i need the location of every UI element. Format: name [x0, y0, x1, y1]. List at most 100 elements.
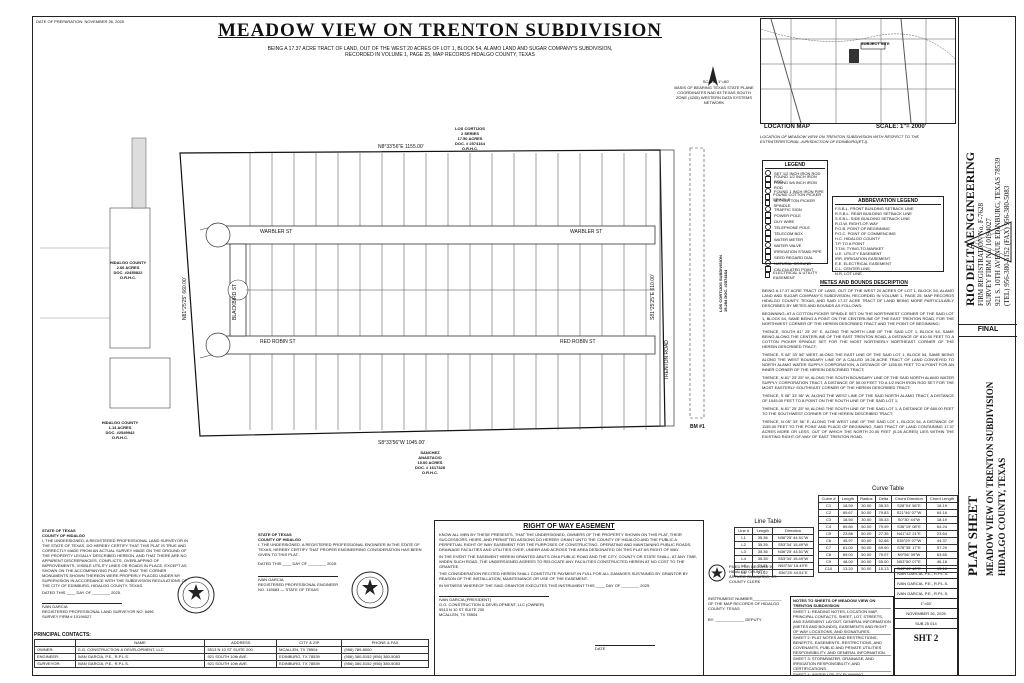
line-table-title: Line Table [754, 519, 782, 525]
legend-item: GUY WIRE [765, 218, 825, 224]
legend-item: TELECOM BOX [765, 230, 825, 236]
legend-item-label: FOUND 1 INCH IRON PIPE [774, 188, 824, 194]
legend-symbol-icon [765, 206, 771, 212]
table-cell: L5 [733, 562, 754, 570]
scale-box: 1"=60' [895, 599, 957, 609]
legend-item: FOUND 5/8 INCH IRON ROD [765, 180, 825, 190]
table-cell: 27.35 [875, 530, 893, 538]
abbreviation-item: IRR. IRRIGATION EASEMENT [835, 256, 891, 261]
row-easement-owner-line: MCALLEN, TX 78504 [439, 612, 478, 617]
table-cell: L6 [733, 569, 754, 577]
table-cell: 18.19 [925, 516, 959, 524]
legend-item: FOUND 1 INCH IRON PIPE [765, 188, 825, 194]
filed-line: ARTURO GUAJARDO, JR. [729, 574, 778, 579]
abbreviation-item: U.E. UTILITY EASEMENT [835, 251, 882, 256]
surveyor-name: IVAN GARCIA [42, 603, 122, 609]
table-header: Radius [856, 495, 877, 503]
bearing-east: S81°25'25"E 610.00' [650, 274, 656, 320]
adjoiner-west2-line: DOC. #2549942 [105, 430, 135, 435]
street-label-trenton: TRENTON ROAD [664, 340, 670, 380]
engineer-county: COUNTY OF HIDALGO [258, 537, 302, 542]
adjoiner-west-line: HIDALGO COUNTY [109, 260, 147, 265]
legend-item-label: NATURAL GROUND [774, 260, 812, 266]
legend-item: ELECTRICAL & UTILITY EASEMENT [765, 270, 825, 280]
legend-item: WATER METER [765, 236, 825, 242]
plat-subtitle: BEING A 17.37 ACRE TRACT OF LAND, OUT OF… [190, 46, 690, 58]
legend-item-label: SET COTTON PICKER SPINDLE [773, 198, 816, 208]
legend-item-label: TELEPHONE POLE [774, 224, 811, 230]
table-cell: ENGINEER: [34, 653, 76, 661]
table-cell: 50.00 [856, 551, 877, 559]
metes-paragraph: THENCE, N 08° 33' 56" E, ALONG THE WEST … [762, 419, 954, 439]
table-header: Delta [875, 495, 893, 503]
table-cell: 55.00 [875, 558, 893, 566]
legend-item: FOUND COTTON PICKER SPINDLE [765, 192, 825, 202]
table-cell: 921 SOUTH 10th AVE. [204, 660, 278, 668]
table-cell: 23.64 [925, 530, 959, 538]
table-cell: 50.00 [856, 523, 877, 531]
table-cell: S78°35' 17"E [891, 544, 927, 552]
metes-paragraph: THENCE, S 08° 33' 56" W, ALONG THE WEST … [762, 393, 954, 403]
engineer-dated: DATED THIS ____ DAY OF ________ 2025. [258, 561, 338, 566]
subtitle-line-2: RECORDED IN VOLUME 1, PAGE 25, MAP RECOR… [345, 52, 535, 58]
title-band: RIO DELTA ENGINEERING FIRM REGISTRATION … [958, 16, 1017, 676]
basis-of-bearing: BASIS OF BEARING TEXAS STATE PLANE COORD… [674, 85, 754, 105]
table-cell: 50.00 [856, 509, 877, 517]
table-cell: EDINBURG, TX 78539 [276, 660, 343, 668]
abbreviation-item: E.E. ELECTRICAL EASEMENT [835, 261, 892, 266]
bm-label: BM #1 [690, 424, 705, 430]
legend-item: WATER VALVE [765, 242, 825, 248]
legend-title: LEGEND [765, 162, 825, 169]
table-cell: MCALLEN, TX 78504 [276, 646, 343, 654]
sheet-notes: NOTES TO SHEETS OF MEADOW VIEW ON TRENTO… [790, 596, 894, 676]
legend-item-label: FOUND 5/8 INCH IRON ROD [773, 180, 817, 190]
location-map-label: LOCATION MAP [764, 124, 810, 130]
surveyor-state: STATE OF TEXAS [42, 528, 76, 533]
table-header: Length [838, 495, 858, 503]
table-cell: IVAN GARCIA, P.E., R.P.L.S. [74, 660, 206, 668]
legend-item: SEED REGARD DIAL [765, 254, 825, 260]
legend-item-label: IRRIGATION STAND PIPE [774, 248, 822, 254]
table-header: Length [752, 527, 774, 535]
adjoiner-south-line: ANASTACIO [418, 455, 442, 460]
table-cell: S36°19' 08"E [891, 523, 927, 531]
date-box: NOVEMBER 26, 2025 [895, 609, 957, 619]
subtitle-line-1: BEING A 17.37 ACRE TRACT OF LAND, OUT OF… [267, 46, 613, 52]
legend-symbol-icon [765, 188, 771, 194]
table-cell: 18.50 [838, 516, 858, 524]
table-cell: C8 [817, 551, 840, 559]
table-cell: 21.21 [752, 562, 774, 570]
abbreviation-item: F.S.B.L. FRONT BUILDING SETBACK LINE [835, 206, 914, 211]
abbreviation-item: N.R. LOT LINE [835, 271, 862, 276]
table-cell: 50.00 [856, 530, 877, 538]
table-cell: 79.99 [875, 523, 893, 531]
adjoiner-west-line: DOC. #2455822 [113, 270, 143, 275]
bearing-west: N81°25'25" 660.00' [182, 277, 188, 320]
sheet-note: SHEET 3: STORMWATER, DRAINAGE, AND IRRIG… [793, 656, 891, 672]
final-label: FINAL [977, 326, 999, 333]
legend-item-label: SET 1/2 INCH IRON ROD [774, 170, 821, 176]
scale-note: SCALE: 1"=60' [702, 79, 730, 84]
legend-item: POWER POLE [765, 212, 825, 218]
adjoiner-north-line: LOS CORTIJOS [455, 126, 485, 131]
sig-name-3: IVAN GARCIA, P.E., R.P.L.S. [895, 589, 957, 599]
surveyor-text: I, THE UNDERSIGNED, A REGISTERED PROFESS… [42, 538, 188, 588]
engineer-seal-icon [350, 570, 390, 610]
table-cell: S53°34' 15.49"W [772, 555, 814, 563]
legend-item-label: FOUND 1/2 INCH IRON ROD [773, 174, 817, 184]
table-cell: 921 SOUTH 10th AVE. [204, 653, 278, 661]
adjoiner-north-line: DOC. # 2574164 [454, 141, 486, 146]
instrument-number: INSTRUMENT NUMBER_____________ [708, 596, 782, 601]
table-cell: S49°49' 40"E [891, 565, 927, 573]
table-header: Chord Direction [891, 495, 927, 503]
legend-item: TRAFFIC SIGN [765, 206, 825, 212]
abbreviation-item: S.S.B.L. SIDE BUILDING SETBACK LINE [835, 216, 910, 221]
table-cell: 64.24 [925, 523, 959, 531]
sheet-title-3: HIDALGO COUNTY, TEXAS [997, 457, 1007, 576]
legend-symbol-icon [765, 248, 771, 254]
engineer-title: REGISTERED PROFESSIONAL ENGINEER [258, 582, 339, 587]
